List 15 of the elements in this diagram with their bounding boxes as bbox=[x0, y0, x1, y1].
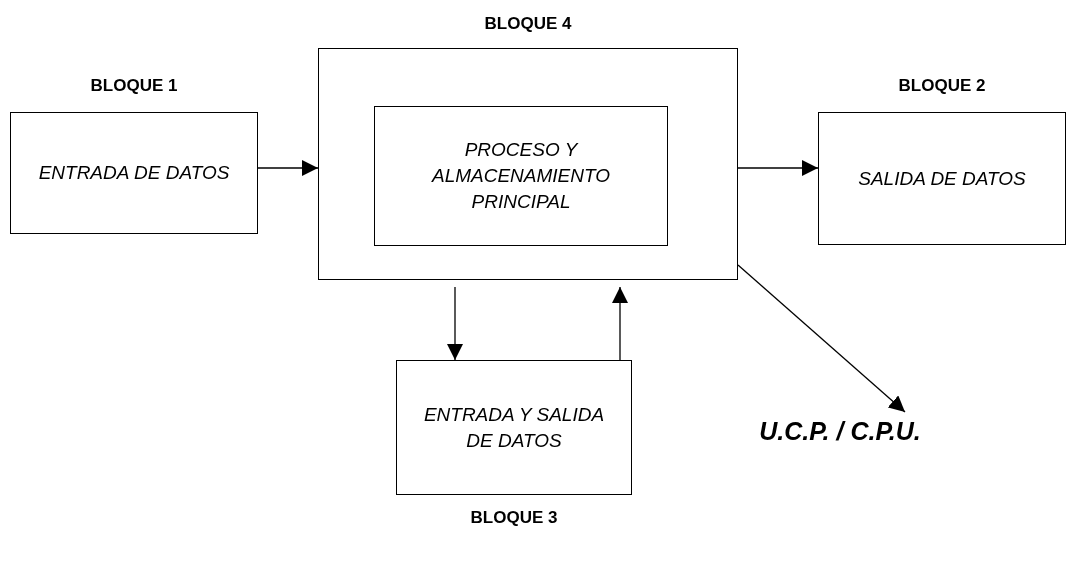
arrow bbox=[737, 264, 906, 413]
arrow bbox=[612, 286, 628, 361]
block-heading: BLOQUE 1 bbox=[89, 75, 179, 97]
arrow bbox=[257, 160, 319, 176]
cpu-label: U.C.P. / C.P.U. bbox=[745, 412, 935, 452]
block-heading: BLOQUE 2 bbox=[897, 75, 987, 97]
arrow bbox=[447, 286, 463, 361]
box-text: PROCESO Y ALMACENAMIENTO PRINCIPAL bbox=[430, 138, 612, 214]
box-text: SALIDA DE DATOS bbox=[857, 166, 1027, 191]
arrow bbox=[737, 160, 819, 176]
box-text: ENTRADA DE DATOS bbox=[37, 161, 231, 185]
block-heading: BLOQUE 4 bbox=[483, 13, 573, 35]
box-text: ENTRADA Y SALIDA DE DATOS bbox=[422, 402, 606, 453]
block-heading: BLOQUE 3 bbox=[469, 506, 559, 529]
process-box bbox=[374, 106, 668, 246]
